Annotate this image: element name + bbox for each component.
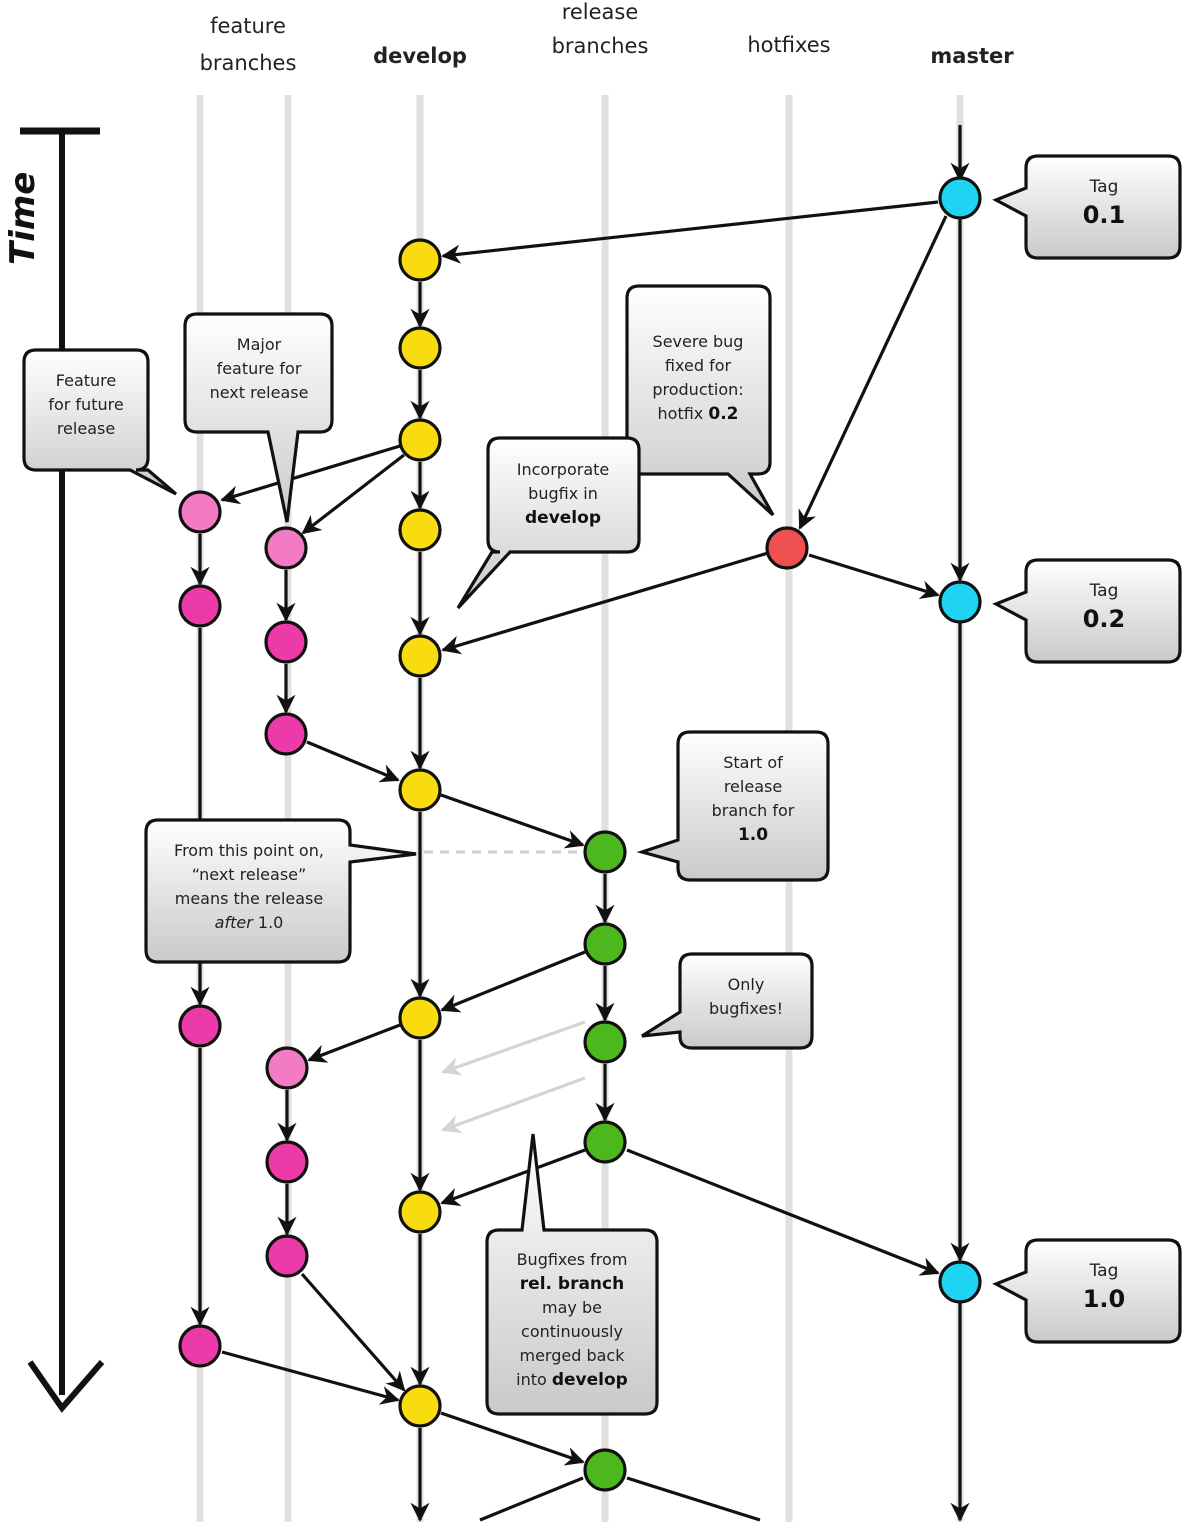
column-headers: feature branches develop release branches hot…	[200, 0, 1015, 75]
arrow-hotfix-to-master	[808, 553, 940, 600]
commit-node-develop	[398, 326, 442, 370]
arrow-develop-to-feature-a	[220, 444, 401, 505]
commit-node-release	[583, 1020, 627, 1064]
arrow-release-to-develop-tail	[479, 1476, 584, 1522]
column-header-1-line-0: develop	[373, 44, 467, 68]
arrow-release-to-develop-faint-2	[441, 1076, 586, 1134]
tag-label: Tag	[1089, 1261, 1119, 1281]
column-header-0-line-0: feature	[210, 14, 286, 38]
column-header-3-line-0: hotfixes	[747, 33, 830, 57]
arrow-develop-to-feature-c	[307, 1023, 401, 1063]
commit-node-release	[583, 1120, 627, 1164]
commit-node-feature	[265, 1140, 309, 1184]
tag-version: 0.1	[1083, 201, 1126, 229]
commit-node-feature	[264, 712, 308, 756]
arrow-master-to-hotfix	[798, 215, 948, 530]
commit-node-feature	[178, 1004, 222, 1048]
arrow-feature2-late-to-develop	[300, 1272, 406, 1392]
time-axis: Time	[3, 127, 105, 1413]
arrow-release-to-develop-2	[440, 1148, 586, 1206]
commit-node-feature	[178, 584, 222, 628]
arrow-master-to-develop	[441, 200, 939, 264]
column-header-0-line-1: branches	[200, 51, 297, 75]
commit-node-release	[583, 1448, 627, 1492]
commit-node-feature-light	[265, 1046, 309, 1090]
commit-node-master	[938, 580, 982, 624]
callout-next-release-text: From this point on,“next release”means t…	[174, 841, 324, 932]
arrow-develop-to-feature-b	[301, 453, 405, 535]
tag-bubble-0.1: Tag 0.1	[992, 154, 1182, 260]
tag-bubble-0.2: Tag 0.2	[992, 558, 1182, 664]
commit-node-develop	[398, 996, 442, 1040]
commit-node-develop	[398, 634, 442, 678]
commit-arrows	[190, 125, 970, 1522]
commit-node-feature-light	[178, 490, 222, 534]
arrow-release-to-develop-1	[440, 950, 586, 1013]
column-header-4-line-0: master	[930, 44, 1014, 68]
arrow-develop-to-release-2	[440, 1411, 585, 1466]
commit-node-feature	[265, 1234, 309, 1278]
arrow-develop-to-release	[440, 793, 585, 849]
arrow-release-to-develop-faint-1	[441, 1020, 586, 1076]
column-header-2-line-0: release	[562, 0, 639, 24]
commit-node-develop	[398, 1190, 442, 1234]
time-axis-arrowhead-icon	[27, 1360, 105, 1413]
tag-bubble-1.0: Tag 1.0	[992, 1238, 1182, 1344]
callout-next-release: From this point on,“next release”means t…	[144, 818, 417, 964]
tag-version: 1.0	[1083, 1285, 1126, 1313]
commit-node-release	[583, 922, 627, 966]
column-header-2-line-1: branches	[552, 34, 649, 58]
commit-node-develop	[398, 1384, 442, 1428]
commit-node-master	[938, 1260, 982, 1304]
commit-node-develop	[398, 418, 442, 462]
commit-node-develop	[398, 768, 442, 812]
commit-node-develop	[398, 238, 442, 282]
commit-nodes	[178, 176, 982, 1492]
commit-node-hotfix	[765, 526, 809, 570]
commit-node-develop	[398, 508, 442, 552]
tag-label: Tag	[1089, 177, 1119, 197]
commit-node-release	[583, 830, 627, 874]
time-axis-label: Time	[3, 172, 43, 265]
tag-version: 0.2	[1083, 605, 1126, 633]
arrow-feature1-to-develop	[221, 1350, 400, 1405]
arrow-hotfix-to-develop	[441, 551, 769, 655]
tag-label: Tag	[1089, 581, 1119, 601]
commit-node-feature	[264, 620, 308, 664]
arrow-release-to-master-tail	[626, 1476, 761, 1522]
commit-node-feature	[178, 1324, 222, 1368]
commit-node-master	[938, 176, 982, 220]
commit-node-feature-light	[264, 526, 308, 570]
arrow-feature2-to-develop	[306, 740, 400, 783]
arrow-release-to-master	[626, 1148, 940, 1276]
